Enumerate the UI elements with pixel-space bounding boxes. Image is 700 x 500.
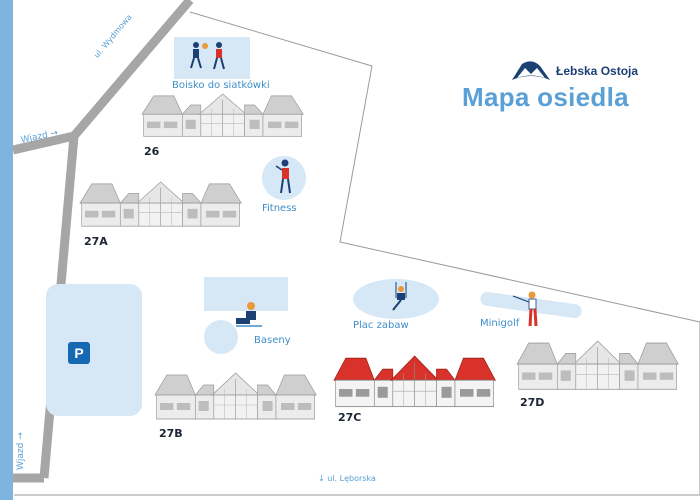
golfer-icon xyxy=(512,291,538,327)
estate-boundary xyxy=(14,11,700,496)
map-title: Mapa osiedla xyxy=(462,82,629,112)
road-entrance-north xyxy=(11,131,76,155)
building-label-27d: 27D xyxy=(520,396,545,409)
mountain-logo-icon xyxy=(512,61,550,80)
building-27d[interactable] xyxy=(516,340,679,390)
pool-small xyxy=(204,320,238,354)
swimming-pool-icon xyxy=(236,302,262,327)
building-26[interactable] xyxy=(141,93,304,137)
volleyball-court xyxy=(174,37,250,79)
building-27b[interactable] xyxy=(154,372,317,420)
playground-area xyxy=(353,279,439,319)
building-label-27b: 27B xyxy=(159,427,183,440)
brand-name: Łebska Ostoja xyxy=(556,64,639,78)
building-27c[interactable] xyxy=(333,355,496,408)
parking-icon: P xyxy=(68,342,90,364)
amenity-label-playground: Plac zabaw xyxy=(353,320,409,331)
street-label-leborska: ↓ ul. Lęborska xyxy=(318,474,376,483)
amenity-label-pools: Baseny xyxy=(254,335,291,346)
river-strip xyxy=(0,0,13,500)
parking-area xyxy=(46,284,142,416)
amenity-label-minigolf: Minigolf xyxy=(480,318,520,329)
volleyball-players-icon xyxy=(190,42,225,70)
road-wydmowa xyxy=(70,0,194,139)
entrance-label-south: Wjazd → xyxy=(16,432,26,470)
building-label-27a: 27A xyxy=(84,235,108,248)
pool-large xyxy=(204,277,288,311)
fitness-person-icon xyxy=(275,159,291,194)
building-label-26: 26 xyxy=(144,145,160,158)
building-label-27c: 27C xyxy=(338,411,362,424)
playground-swing-icon xyxy=(392,282,407,311)
building-27a[interactable] xyxy=(79,181,242,227)
amenity-label-volleyball: Boisko do siatkówki xyxy=(172,80,270,91)
amenity-label-fitness: Fitness xyxy=(262,203,297,214)
